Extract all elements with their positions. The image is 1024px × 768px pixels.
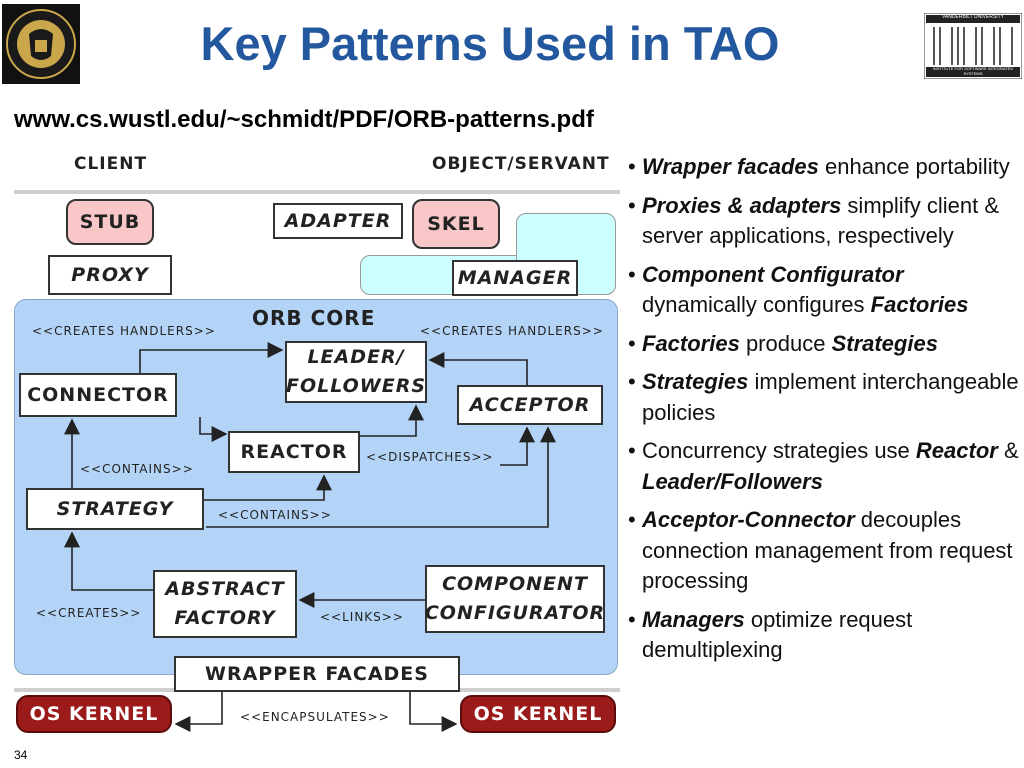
- os-kernel-left-box: OS KERNEL: [16, 695, 172, 733]
- diagram-arrows: [64, 342, 556, 732]
- leader-followers-line2: FOLLOWERS: [285, 375, 427, 397]
- bullet-bold-2: Reactor: [915, 438, 998, 463]
- reference-link[interactable]: www.cs.wustl.edu/~schmidt/PDF/ORB-patter…: [14, 106, 594, 133]
- bullet-bold: Wrapper facades: [642, 154, 819, 179]
- encapsulates-label: <<ENCAPSULATES>>: [240, 710, 390, 724]
- arrow-strategy-reactor: [204, 474, 332, 501]
- stub-box: STUB: [66, 199, 154, 245]
- bullet-text: enhance portability: [818, 154, 1010, 179]
- dispatches-label: <<DISPATCHES>>: [366, 450, 494, 464]
- page-title: Key Patterns Used in TAO: [200, 17, 780, 70]
- bullet-item: • Proxies & adapters simplify client & s…: [628, 192, 1000, 249]
- bullet-bold: Proxies & adapters: [642, 192, 842, 218]
- arrow-wrapper-oskernel-left: [174, 692, 223, 732]
- page-number: 34: [14, 748, 28, 762]
- divider-line: [14, 190, 620, 194]
- leader-followers-box: LEADER/ FOLLOWERS: [285, 341, 427, 403]
- bullet-bold: Factories: [642, 330, 740, 356]
- creates-handlers-left-label: <<CREATES HANDLERS>>: [32, 324, 216, 338]
- bullet-bold-3: Leader/Followers: [642, 468, 823, 494]
- connector-box: CONNECTOR: [19, 373, 177, 417]
- bullet-bold: Acceptor-Connector: [642, 507, 855, 532]
- bullet-text-2: &: [997, 438, 1019, 463]
- acceptor-box: ACCEPTOR: [457, 385, 603, 425]
- object-servant-label: OBJECT/SERVANT: [432, 154, 610, 174]
- wrapper-facades-box: WRAPPER FACADES: [174, 656, 460, 692]
- arrow-connector-leader: [139, 342, 284, 373]
- bullet-text: implement interchangeable policies: [642, 369, 1019, 425]
- arrow-dispatches-acceptor: [500, 426, 535, 466]
- abstract-factory-box: ABSTRACT FACTORY: [153, 570, 297, 638]
- adapter-box: ADAPTER: [273, 203, 403, 239]
- component-configurator-line1: COMPONENT: [442, 573, 588, 595]
- bullet-text: simplify client & server applications, r…: [642, 192, 1000, 249]
- abstract-factory-line2: FACTORY: [174, 607, 276, 629]
- links-label: <<LINKS>>: [320, 610, 404, 624]
- arrow-reactor-leader: [360, 404, 424, 437]
- proxy-box: PROXY: [48, 255, 172, 295]
- bullet-bold: Managers: [642, 606, 745, 632]
- client-label: CLIENT: [74, 154, 148, 174]
- bullet-item: • Managers optimize request demultiplexi…: [628, 606, 913, 663]
- bullet-text: dynamically configures: [642, 292, 871, 317]
- bullet-text: decouples connection management from req…: [642, 507, 1013, 593]
- bullet-item: • Strategies implement interchangeable p…: [628, 369, 1019, 425]
- bullet-item: • Factories produce Strategies: [628, 330, 938, 356]
- bullet-bold-2: Factories: [870, 292, 969, 317]
- strategy-box: STRATEGY: [26, 488, 204, 530]
- os-kernel-right-box: OS KERNEL: [460, 695, 616, 733]
- bullet-item: • Concurrency strategies use Reactor & L…: [628, 438, 1019, 494]
- component-configurator-box: COMPONENT CONFIGURATOR: [425, 565, 605, 633]
- bullet-text: Concurrency strategies use: [642, 438, 916, 463]
- bullet-text: produce: [739, 330, 832, 356]
- bullet-bold: Strategies: [642, 369, 749, 394]
- right-logo-top-text: VANDERBILT UNIVERSITY: [942, 14, 1004, 20]
- bullet-item: • Acceptor-Connector decouples connectio…: [628, 507, 1013, 593]
- reactor-box: REACTOR: [228, 431, 360, 473]
- bullet-bold: Component Configurator: [642, 261, 904, 287]
- isis-logo-icon: [924, 13, 1022, 79]
- creates-handlers-right-label: <<CREATES HANDLERS>>: [420, 324, 604, 338]
- bullet-list: • Wrapper facades enhance portability • …: [628, 152, 1022, 674]
- arrow-factory-strategy: [64, 531, 153, 591]
- bullet-item: • Wrapper facades enhance portability: [628, 154, 1010, 179]
- arrow-strategy-acceptor: [206, 426, 556, 528]
- bullet-item: • Component Configurator dynamically con…: [628, 261, 969, 318]
- bullet-bold-2: Strategies: [831, 330, 938, 356]
- arrow-connector-reactor: [199, 417, 228, 442]
- orb-core-label: ORB CORE: [252, 306, 376, 330]
- manager-box: MANAGER: [452, 260, 578, 296]
- abstract-factory-line1: ABSTRACT: [165, 578, 285, 600]
- contains-bottom-label: <<CONTAINS>>: [218, 508, 332, 522]
- arrow-acceptor-leader: [428, 352, 528, 385]
- arrow-wrapper-oskernel-right: [409, 692, 458, 732]
- contains-top-label: <<CONTAINS>>: [80, 462, 194, 476]
- component-configurator-line2: CONFIGURATOR: [424, 602, 606, 624]
- leader-followers-line1: LEADER/: [307, 346, 405, 368]
- creates-label: <<CREATES>>: [36, 606, 142, 620]
- vanderbilt-seal-icon: [2, 4, 80, 84]
- right-logo-bottom-text: INSTITUTE FOR SOFTWARE INTEGRATED SYSTEM…: [932, 66, 1014, 76]
- bullet-text: optimize request demultiplexing: [642, 606, 913, 663]
- skel-box: SKEL: [412, 199, 500, 249]
